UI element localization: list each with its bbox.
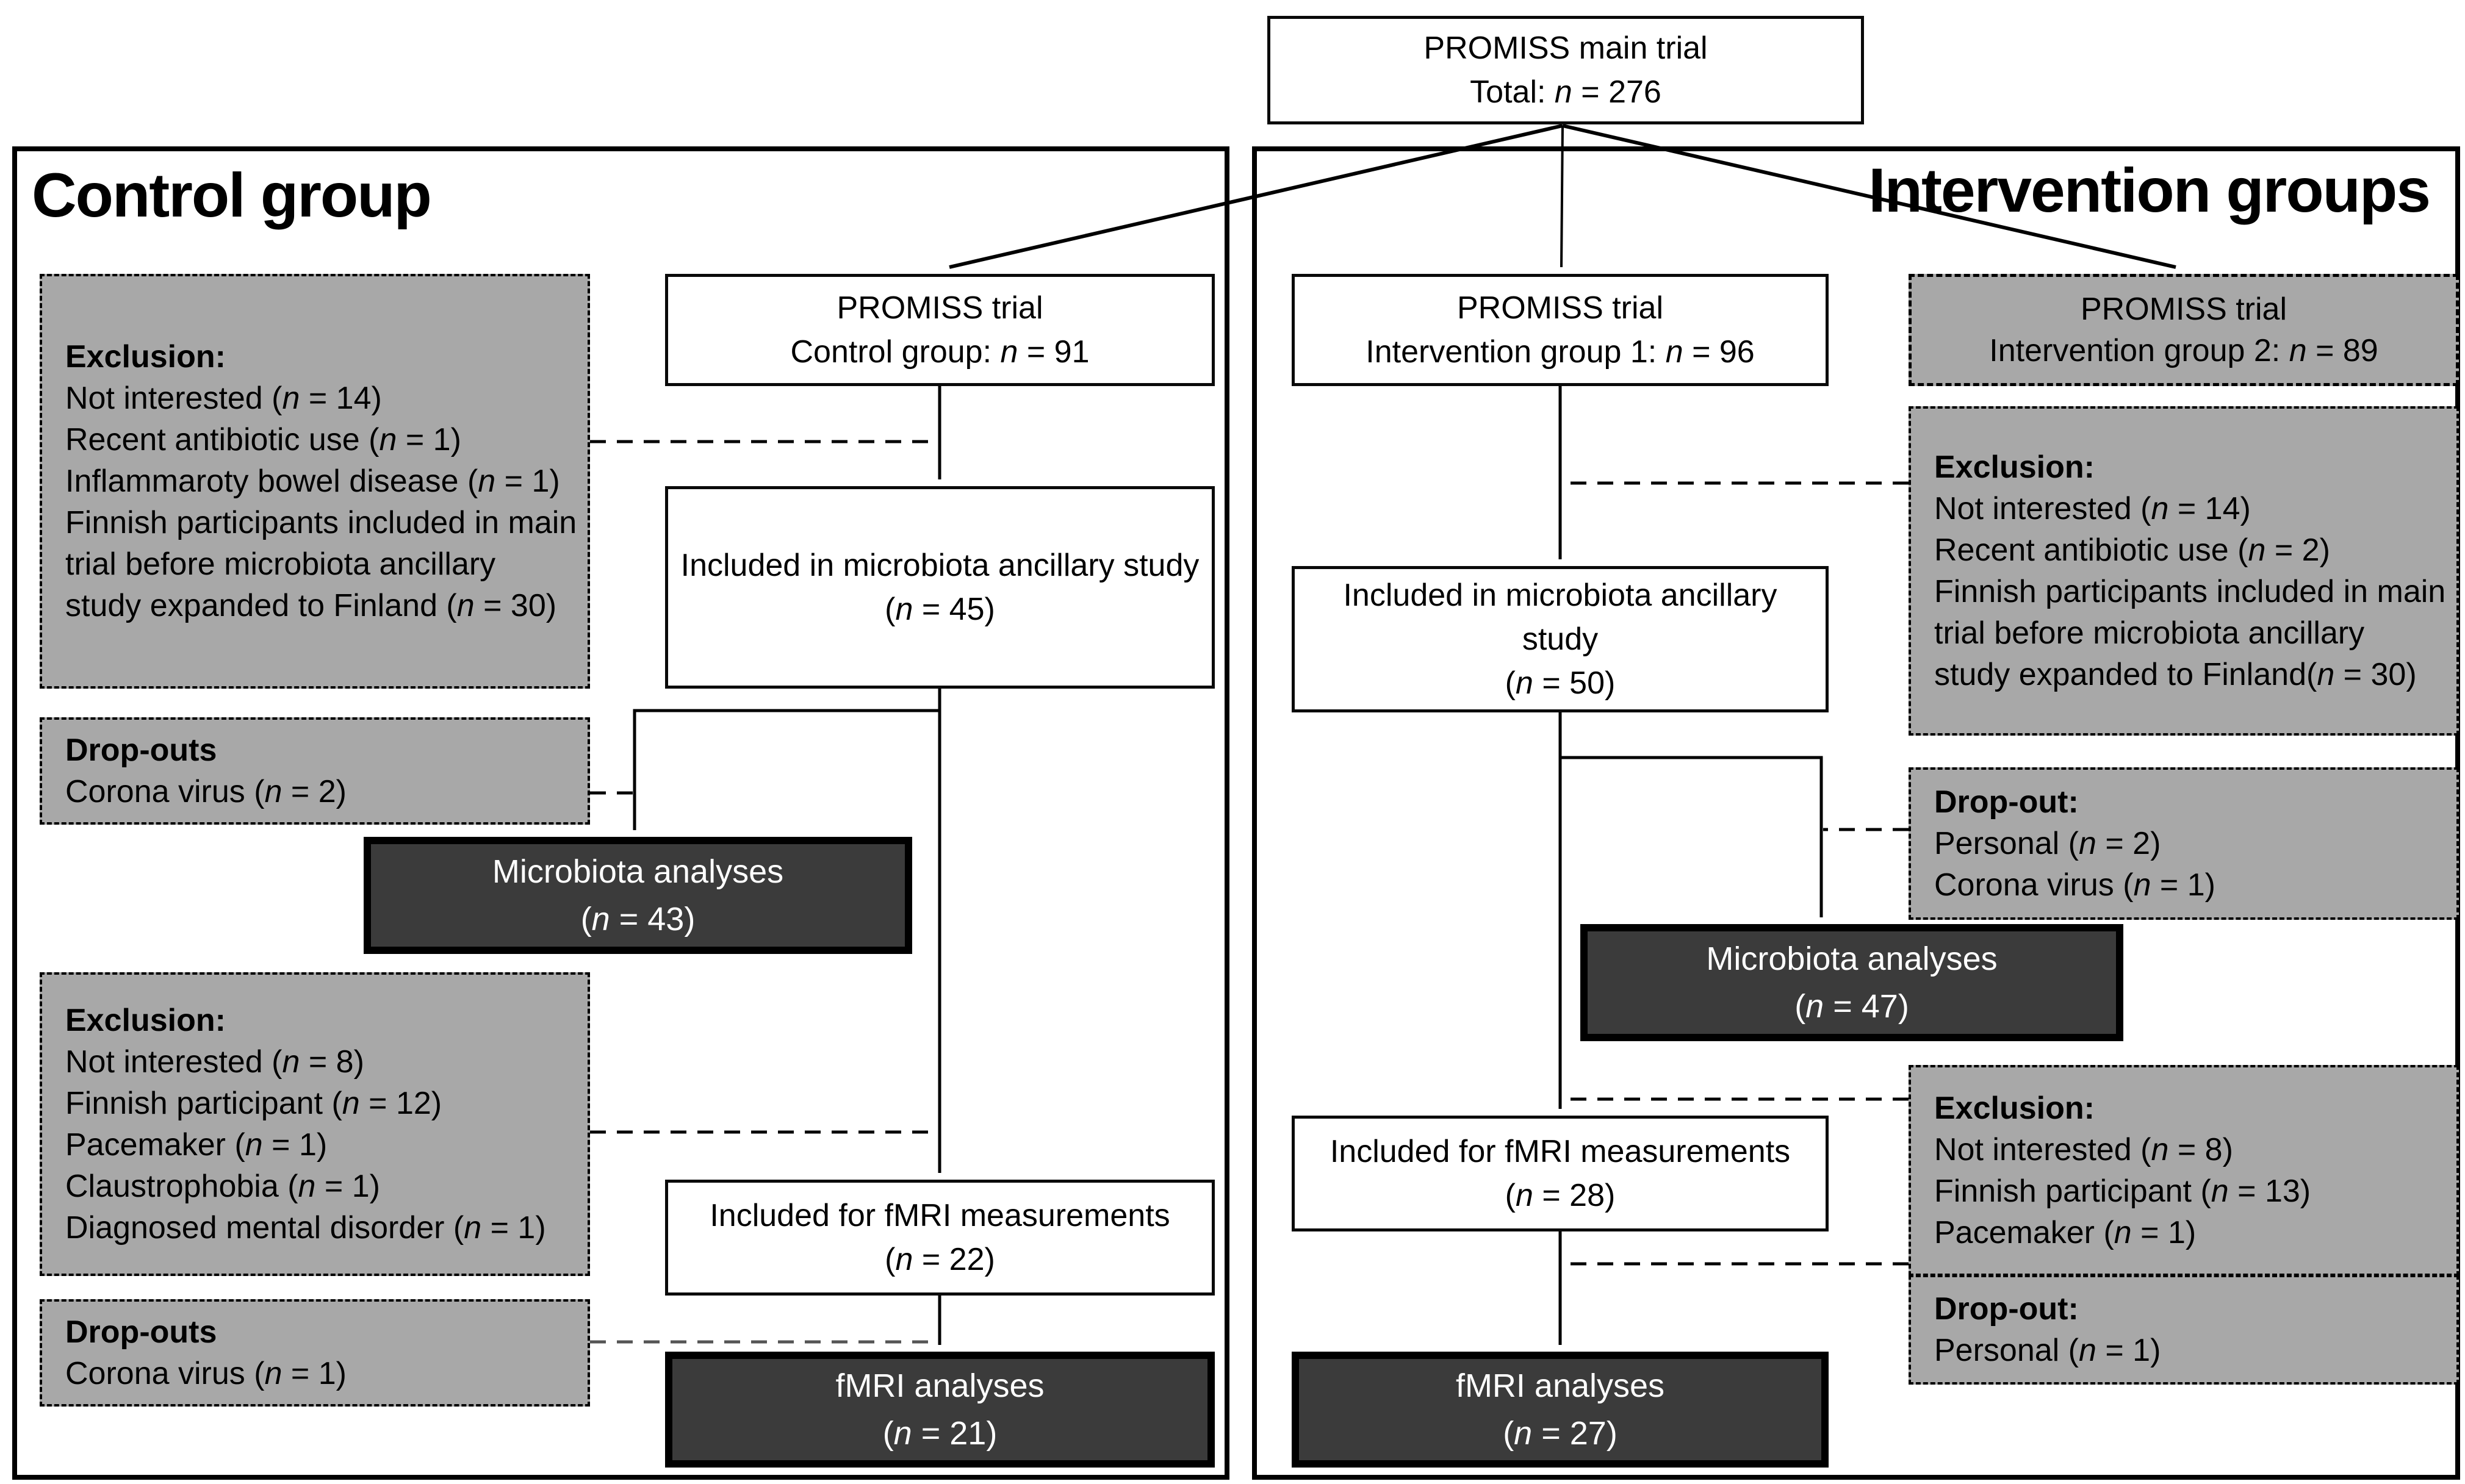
box-text-line: (n = 22) [885,1242,995,1277]
box-text-line: (n = 28) [1505,1178,1616,1213]
box-text-line: PROMISS trial [2080,292,2287,327]
box-control-included-microbiota: Included in microbiota ancillary study (n… [665,486,1215,689]
box-text-line: Finnish participants included in main tr… [1934,574,2446,692]
box-text-line: Drop-out: [1934,1291,2079,1327]
box-text-line: Recent antibiotic use (n = 1) [65,422,461,457]
box-text-line: PROMISS trial [837,290,1043,326]
box-text-line: Not interested (n = 8) [65,1044,364,1080]
box-text-line: Exclusion: [65,339,226,375]
box-intervention-microbiota-analyses: Microbiota analyses (n = 47) [1580,924,2123,1041]
box-intervention-exclusion-2: Exclusion: Not interested (n = 8) Finnish … [1909,1065,2459,1276]
box-intervention-included-fmri: Included for fMRI measurements (n = 28) [1292,1116,1829,1231]
box-intervention-included-microbiota: Included in microbiota ancillary study (n… [1292,566,1829,712]
box-text-line: Exclusion: [1934,450,2095,485]
box-text-line: Pacemaker (n = 1) [65,1127,328,1163]
box-text-line: Personal (n = 1) [1934,1333,2161,1368]
box-intervention-dropout-2: Drop-out: Personal (n = 1) [1909,1275,2459,1385]
box-text-line: Not interested (n = 8) [1934,1132,2233,1167]
box-text-line: Included for fMRI measurements [710,1198,1170,1233]
box-text-line: Diagnosed mental disorder (n = 1) [65,1210,546,1246]
control-group-heading: Control group [32,160,432,230]
box-control-included-fmri: Included for fMRI measurements (n = 22) [665,1180,1215,1296]
box-text-line: Included in microbiota ancillary study [680,548,1200,583]
box-text-line: Corona virus (n = 1) [65,1356,347,1391]
box-control-microbiota-analyses: Microbiota analyses (n = 43) [364,837,912,954]
box-control-fmri-analyses: fMRI analyses (n = 21) [665,1352,1215,1468]
intervention-groups-heading: Intervention groups [1868,156,2431,225]
box-text-line: Exclusion: [65,1003,226,1038]
box-text-line: Personal (n = 2) [1934,826,2161,861]
box-text-line: (n = 43) [580,901,696,937]
box-text-line: Inflammaroty bowel disease (n = 1) [65,464,560,499]
arrow-interv-to-microbiota-analyses [1560,756,1823,917]
box-text-line: Not interested (n = 14) [1934,491,2251,526]
box-text-line: Drop-out: [1934,784,2079,820]
box-text-line: Microbiota analyses [492,853,784,890]
box-text-line: Microbiota analyses [1706,941,1998,977]
box-text-line: Not interested (n = 14) [65,381,382,416]
box-text-line: Control group: n = 91 [790,334,1090,370]
box-text-line: Drop-outs [65,733,217,768]
box-text-line: Included in microbiota ancillary study [1343,578,1777,657]
box-text-line: (n = 21) [882,1415,998,1452]
box-text-line: fMRI analyses [1455,1368,1665,1404]
box-text-line: Intervention group 1: n = 96 [1366,334,1755,370]
box-text-line: Total: n = 276 [1470,74,1661,110]
box-text-line: (n = 50) [1505,665,1616,701]
box-text-line: Recent antibiotic use (n = 2) [1934,532,2330,568]
box-text-line: Pacemaker (n = 1) [1934,1215,2197,1250]
box-text-line: Finnish participant (n = 12) [65,1086,442,1121]
box-text-line: (n = 47) [1794,988,1909,1025]
box-text-line: Claustrophobia (n = 1) [65,1169,380,1204]
box-text-line: Finnish participant (n = 13) [1934,1174,2311,1209]
box-control-exclusion-2: Exclusion: Not interested (n = 8) Finnish … [40,972,590,1276]
box-text-line: Exclusion: [1934,1091,2095,1126]
box-intervention-exclusion-1: Exclusion: Not interested (n = 14) Recent … [1909,406,2459,736]
box-text-line: Drop-outs [65,1314,217,1350]
box-text-line: Corona virus (n = 1) [1934,867,2215,903]
box-intervention-dropout-1: Drop-out: Personal (n = 2) Corona virus (n… [1909,767,2459,920]
panel-control-group [12,146,1229,1480]
box-text-line: Finnish participants included in main tr… [65,505,577,623]
box-text-line: Corona virus (n = 2) [65,774,347,809]
box-text-line: PROMISS trial [1456,290,1664,326]
arrow-control-to-microbiota-analyses [633,709,940,830]
box-text-line: (n = 45) [885,592,995,627]
box-text-line: (n = 27) [1503,1415,1618,1452]
box-intervention-fmri-analyses: fMRI analyses (n = 27) [1292,1352,1829,1468]
box-text-line: PROMISS main trial [1423,30,1708,66]
box-control-exclusion-1: Exclusion: Not interested (n = 14) Recent … [40,274,590,689]
box-text-line: Intervention group 2: n = 89 [1989,333,2378,368]
box-text-line: fMRI analyses [835,1368,1045,1404]
box-text-line: Included for fMRI measurements [1330,1134,1791,1169]
